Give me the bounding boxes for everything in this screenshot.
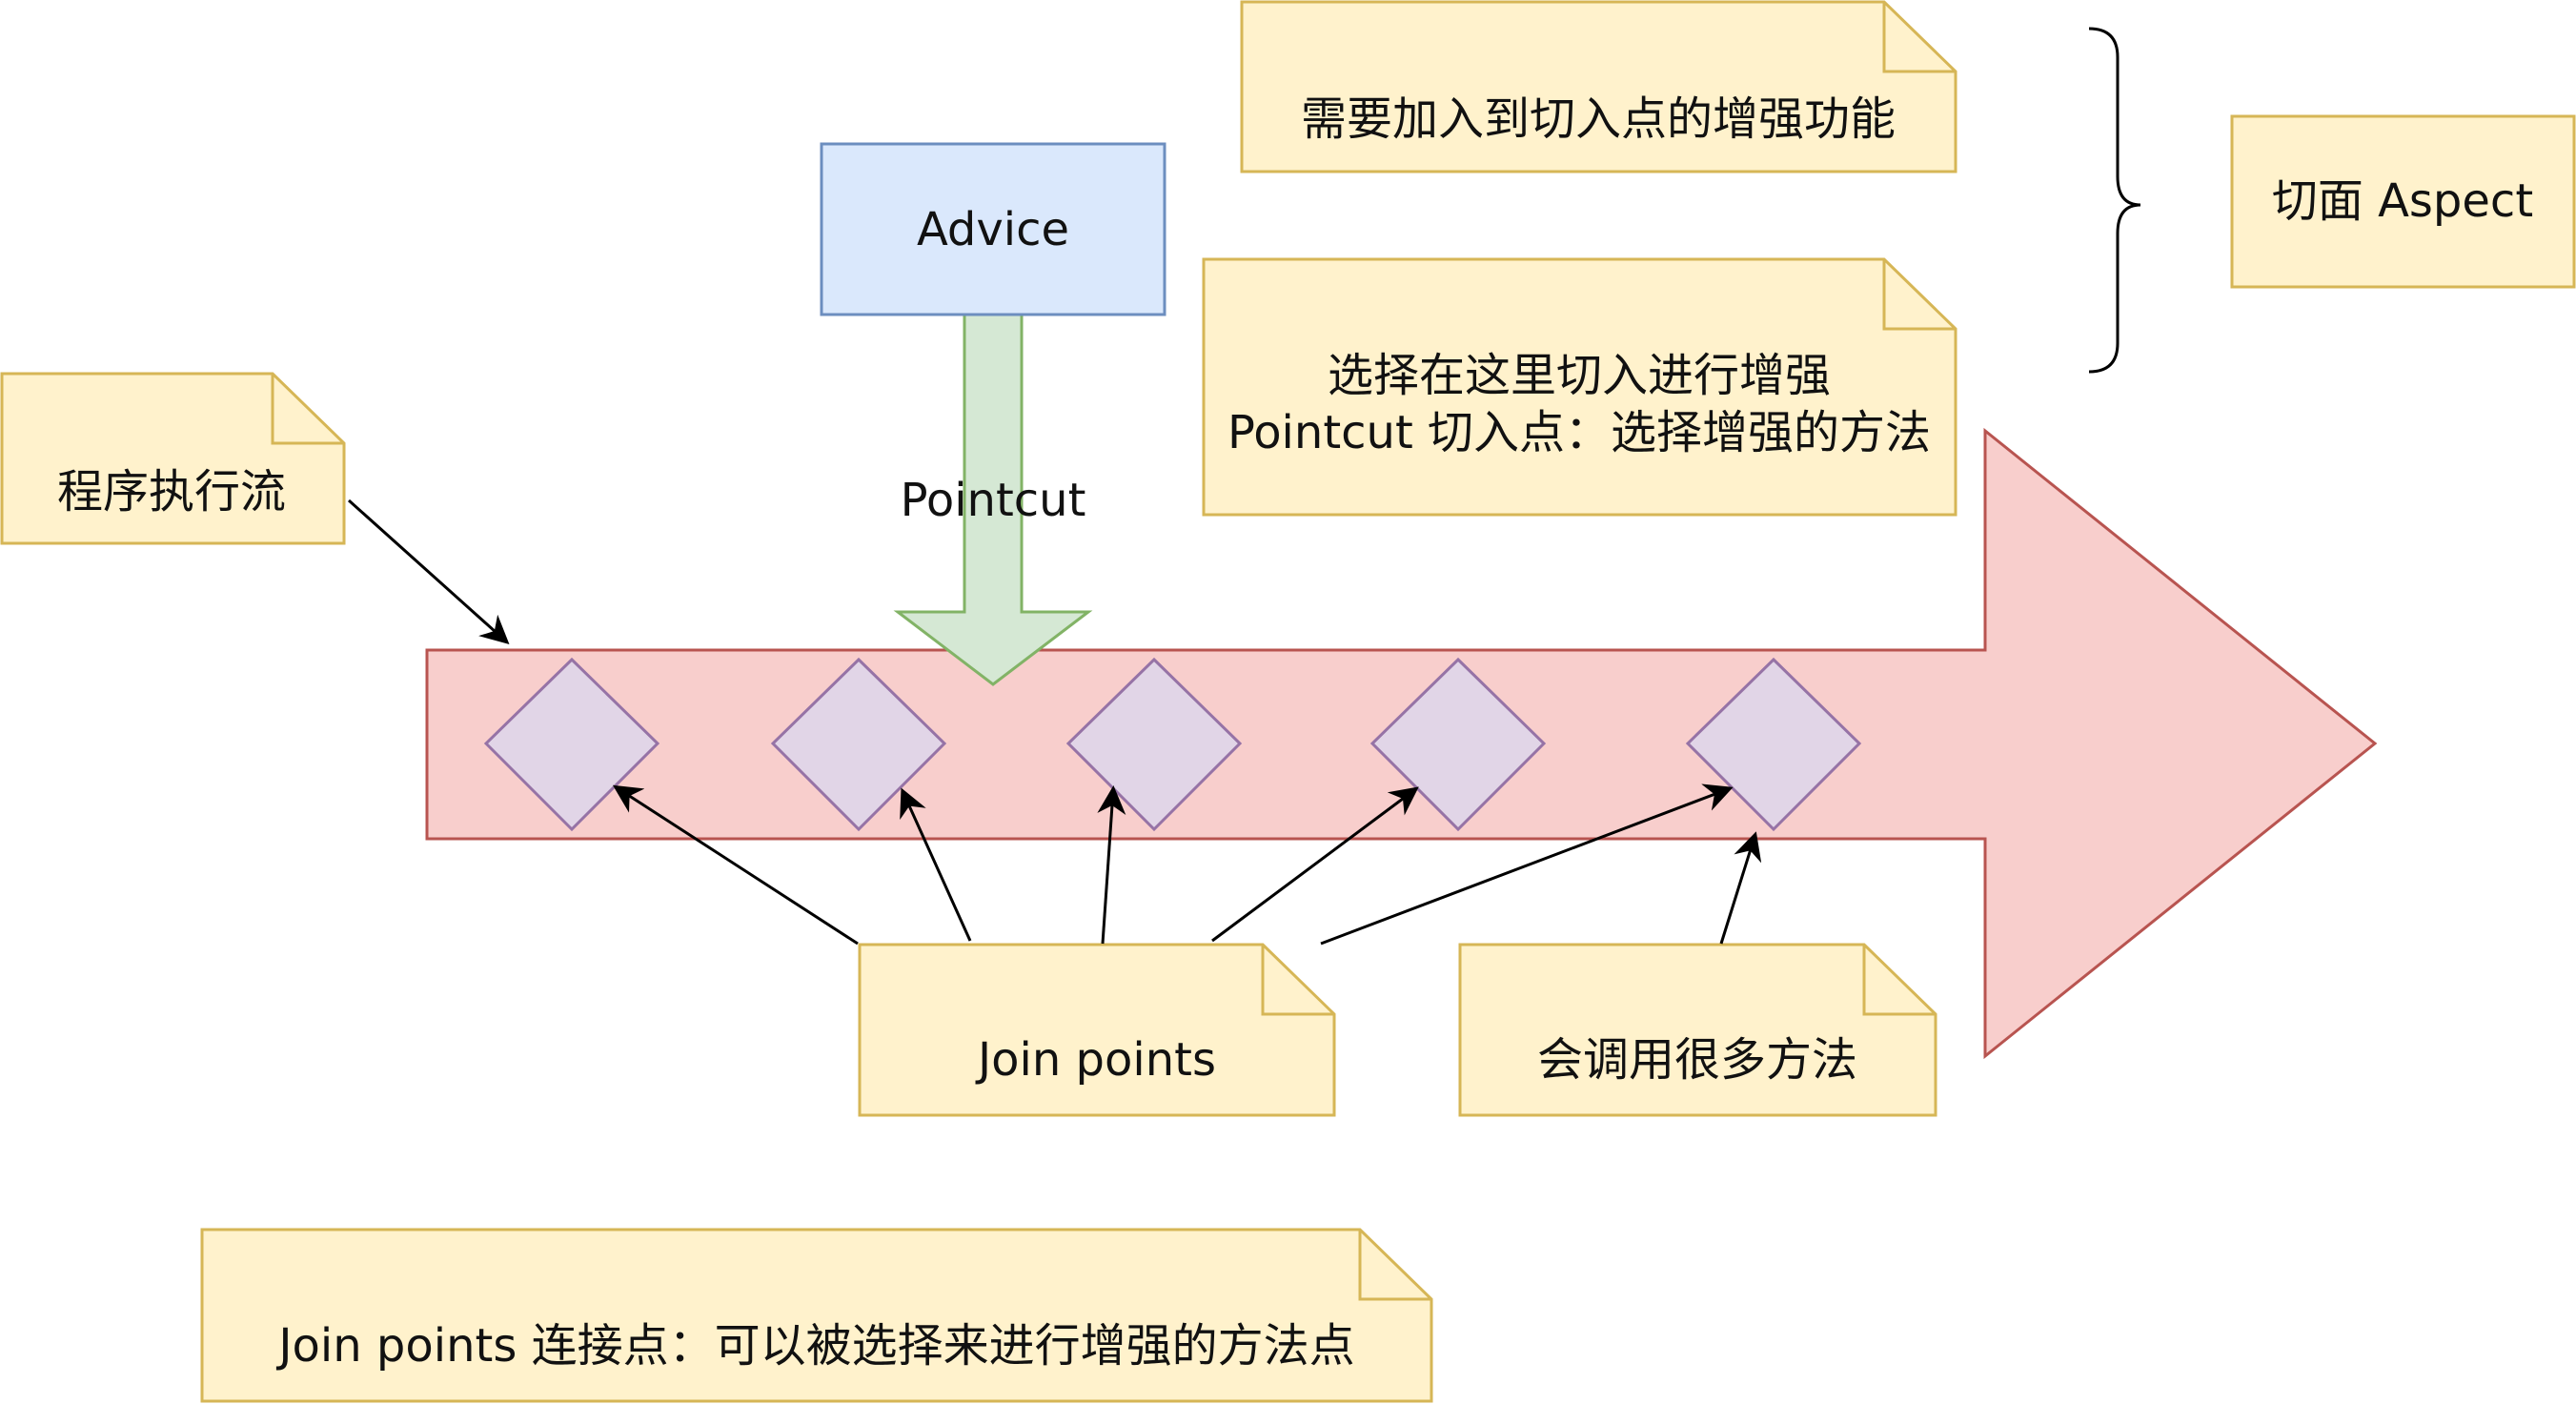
note-join-points-definition bbox=[200, 1228, 1433, 1403]
note-enhance-function bbox=[1240, 0, 1957, 173]
note-fold-join-points-definition bbox=[1358, 1230, 1431, 1301]
enhance-function-text: 需要加入到切入点的增强功能 bbox=[1301, 92, 1896, 146]
advice-label: Advice bbox=[917, 203, 1069, 256]
join-point-diamond-5 bbox=[1685, 657, 1862, 832]
aspect-box bbox=[2230, 114, 2576, 289]
pointcut-note-line-1: 选择在这里切入进行增强 bbox=[1328, 349, 1831, 402]
join-point-diamond-2 bbox=[770, 657, 947, 832]
note-fold-pointcut bbox=[1882, 259, 1956, 331]
pointcut-arrow bbox=[893, 313, 1093, 686]
join-point-diamond-3 bbox=[1065, 657, 1243, 832]
aspect-brace bbox=[2088, 27, 2141, 374]
note-fold-many-methods bbox=[1862, 945, 1936, 1016]
note-join-points bbox=[858, 943, 1336, 1117]
pointcut-note-line-2: Pointcut 切入点：选择增强的方法 bbox=[1227, 406, 1931, 459]
connector-flow-note bbox=[347, 499, 510, 645]
note-fold-program-flow bbox=[271, 374, 344, 445]
program-flow-text: 程序执行流 bbox=[57, 465, 286, 519]
advice-box bbox=[820, 142, 1166, 316]
many-methods-text: 会调用很多方法 bbox=[1537, 1033, 1857, 1087]
join-points-text: Join points bbox=[975, 1033, 1216, 1087]
pointcut-label: Pointcut bbox=[901, 474, 1086, 527]
join-point-diamond-4 bbox=[1369, 657, 1547, 832]
note-fold-enhance-function bbox=[1882, 2, 1956, 73]
note-pointcut bbox=[1202, 257, 1957, 517]
connector-join-5 bbox=[1320, 783, 1734, 946]
join-points-definition-text: Join points 连接点：可以被选择来进行增强的方法点 bbox=[275, 1319, 1354, 1373]
connector-join-4 bbox=[1211, 786, 1419, 943]
note-many-methods bbox=[1458, 943, 1937, 1117]
note-fold-join-points bbox=[1261, 945, 1334, 1016]
connector-join-2 bbox=[900, 787, 972, 942]
note-program-flow bbox=[0, 372, 346, 545]
aspect-text: 切面 Aspect bbox=[2272, 174, 2533, 228]
connector-many-methods bbox=[1719, 831, 1762, 945]
join-point-diamond-1 bbox=[483, 657, 660, 832]
connector-join-3 bbox=[1097, 785, 1126, 945]
connector-join-1 bbox=[612, 784, 859, 946]
